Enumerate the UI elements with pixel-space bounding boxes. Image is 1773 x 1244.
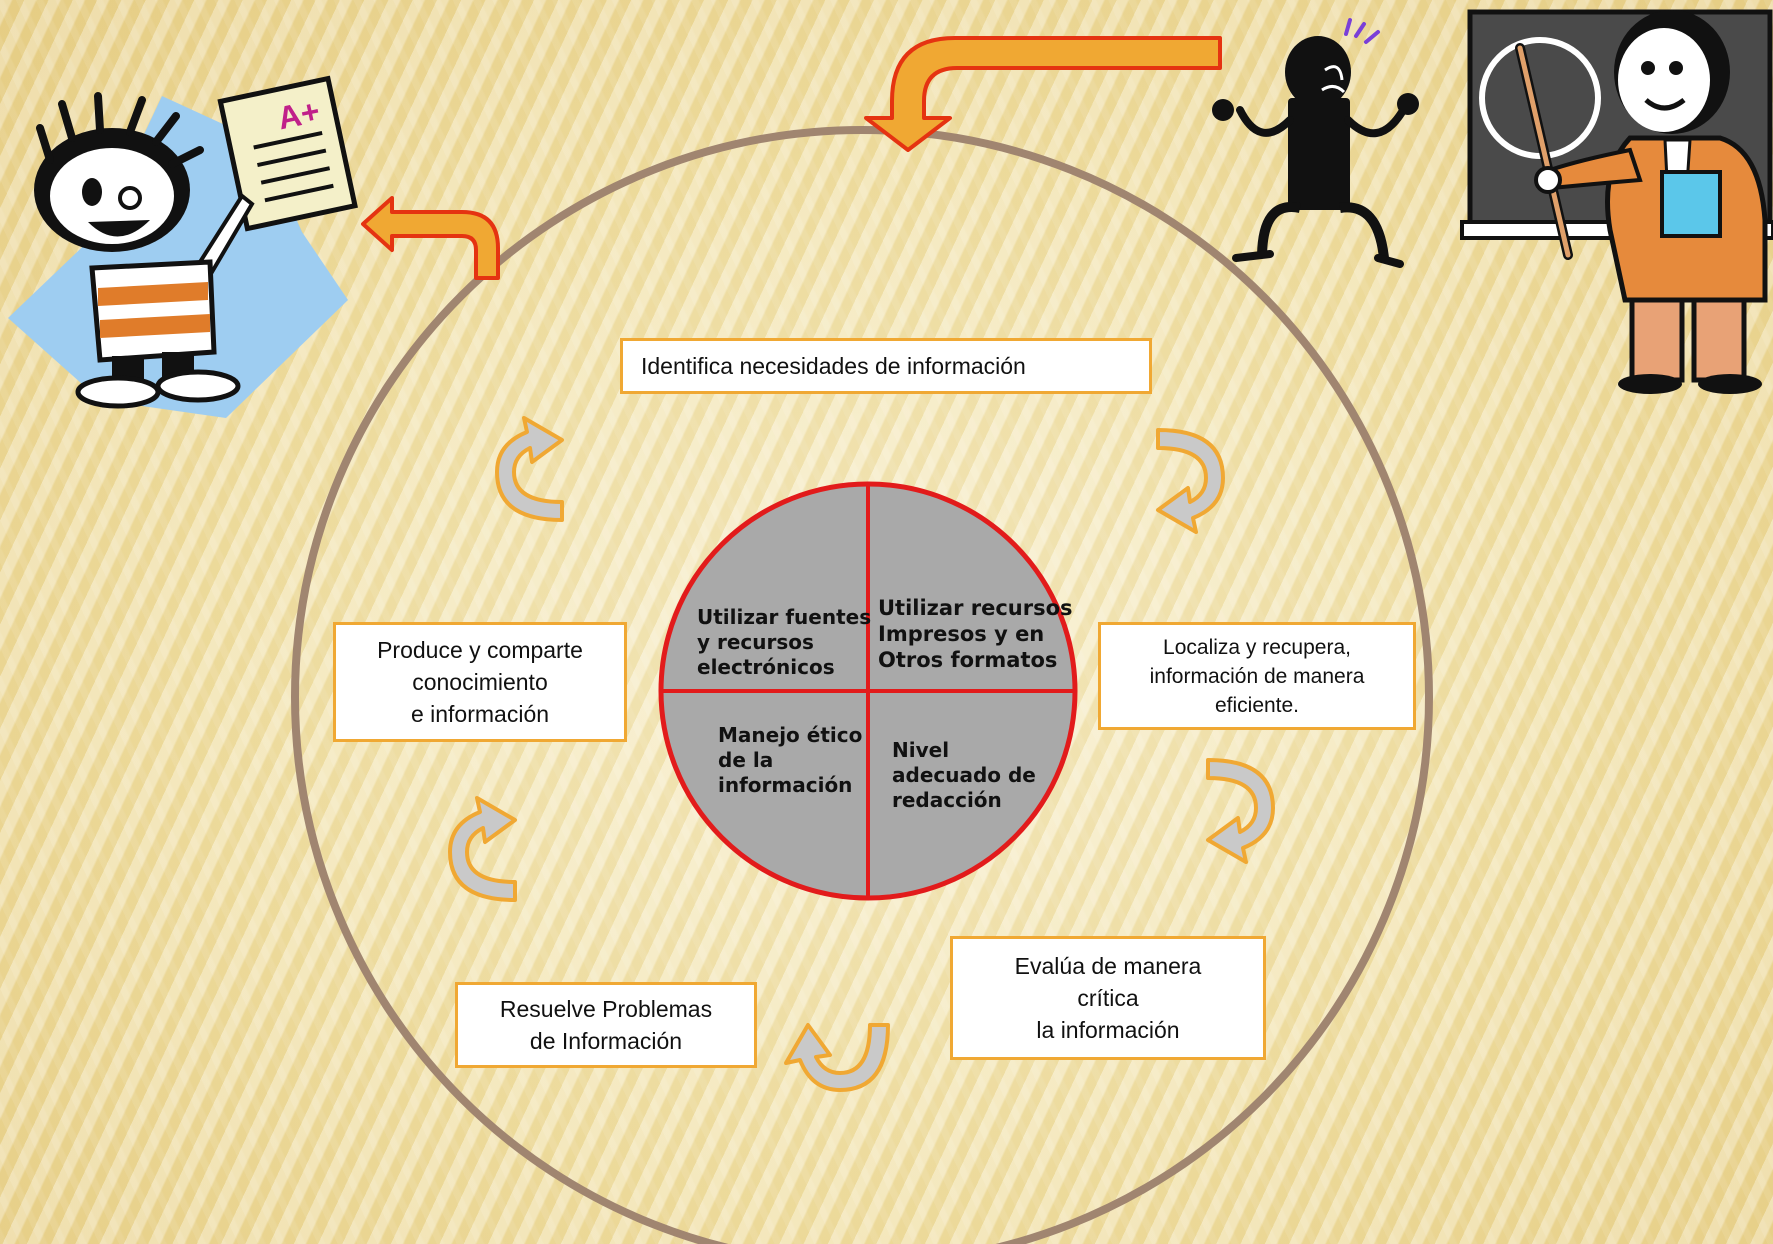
left-exit-arrow bbox=[361, 196, 500, 280]
outer-cycle-ring bbox=[291, 126, 1433, 1244]
step-produce-text: Produce y comparte conocimiento e inform… bbox=[377, 637, 583, 727]
grade-badge-text: A+ bbox=[275, 92, 323, 136]
quadrant-nivel-redaccion: Nivel adecuado de redacción bbox=[892, 738, 1036, 812]
step-identifica-box: Identifica necesidades de información bbox=[620, 338, 1152, 394]
quadrant-recursos-impresos: Utilizar recursos Impresos y en Otros fo… bbox=[878, 596, 1073, 672]
step-produce-box: Produce y comparte conocimiento e inform… bbox=[333, 622, 627, 742]
step-evalua-box: Evalúa de manera crítica la información bbox=[950, 936, 1266, 1060]
confused-figure-illustration bbox=[1212, 18, 1419, 268]
step-evalua-text: Evalúa de manera crítica la información bbox=[1014, 953, 1202, 1043]
top-entry-arrow bbox=[864, 36, 1222, 152]
cycle-arrow-left-bottom bbox=[448, 796, 517, 902]
step-identifica-text: Identifica necesidades de información bbox=[641, 353, 1026, 379]
student-illustration: A+ bbox=[8, 75, 358, 418]
cycle-arrow-left-top bbox=[495, 416, 564, 522]
quadrant-fuentes-electronicas: Utilizar fuentes y recursos electrónicos bbox=[697, 605, 872, 679]
cycle-arrow-right bbox=[1206, 758, 1275, 864]
teacher-illustration bbox=[1460, 9, 1773, 394]
cycle-arrow-top-right bbox=[1156, 428, 1225, 534]
step-resuelve-text: Resuelve Problemas de Información bbox=[499, 996, 713, 1054]
step-localiza-box: Localiza y recupera, información de mane… bbox=[1098, 622, 1416, 730]
quadrant-manejo-etico: Manejo ético de la información bbox=[718, 723, 863, 797]
step-localiza-text: Localiza y recupera, información de mane… bbox=[1149, 635, 1365, 717]
center-competencies-circle bbox=[658, 481, 1078, 901]
step-resuelve-box: Resuelve Problemas de Información bbox=[455, 982, 757, 1068]
cycle-arrow-bottom bbox=[784, 1023, 890, 1092]
